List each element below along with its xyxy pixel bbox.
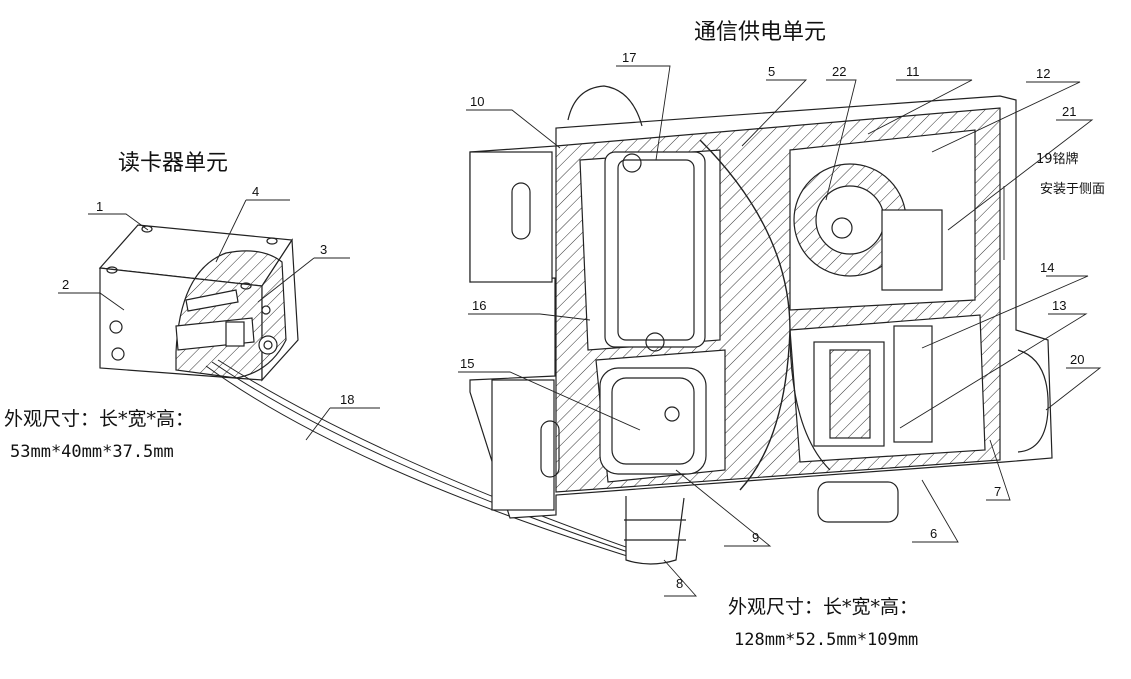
nameplate-note-line2: 安装于侧面 — [1040, 182, 1106, 197]
part-number-labels: 1 2 3 4 18 10 17 5 22 11 12 21 14 13 20 … — [62, 50, 1084, 591]
part-label-18: 18 — [340, 392, 354, 407]
comm-dimensions-label: 外观尺寸：长*宽*高： — [728, 596, 919, 618]
comm-dimensions-value: 128mm*52.5mm*109mm — [734, 630, 919, 650]
part-label-10: 10 — [470, 94, 484, 109]
part-label-5: 5 — [768, 64, 775, 79]
part-label-9: 9 — [752, 530, 759, 545]
part-label-7: 7 — [994, 484, 1001, 499]
reader-unit-title: 读卡器单元 — [118, 151, 229, 176]
part-label-17: 17 — [622, 50, 636, 65]
reader-dimensions-value: 53mm*40mm*37.5mm — [10, 442, 174, 462]
part-label-6: 6 — [930, 526, 937, 541]
part-label-12: 12 — [1036, 66, 1050, 81]
comm-unit-title: 通信供电单元 — [694, 20, 827, 45]
part-label-13: 13 — [1052, 298, 1066, 313]
part-label-3: 3 — [320, 242, 327, 257]
part-label-2: 2 — [62, 277, 69, 292]
comm-unit-drawing — [469, 85, 1053, 565]
reader-dimensions-label: 外观尺寸：长*宽*高： — [4, 408, 195, 430]
part-label-16: 16 — [472, 298, 486, 313]
part-label-15: 15 — [460, 356, 474, 371]
part-label-1: 1 — [96, 199, 103, 214]
part-label-8: 8 — [676, 576, 683, 591]
reader-unit-drawing — [98, 224, 641, 561]
nameplate-note-line1: 19铭牌 — [1036, 152, 1079, 167]
comm-leader-lines — [458, 65, 1102, 597]
part-label-21: 21 — [1062, 104, 1076, 119]
part-label-11: 11 — [906, 64, 920, 79]
part-label-22: 22 — [832, 64, 846, 79]
reader-leader-lines — [58, 199, 380, 441]
part-label-20: 20 — [1070, 352, 1084, 367]
part-label-4: 4 — [252, 184, 259, 199]
part-label-14: 14 — [1040, 260, 1054, 275]
